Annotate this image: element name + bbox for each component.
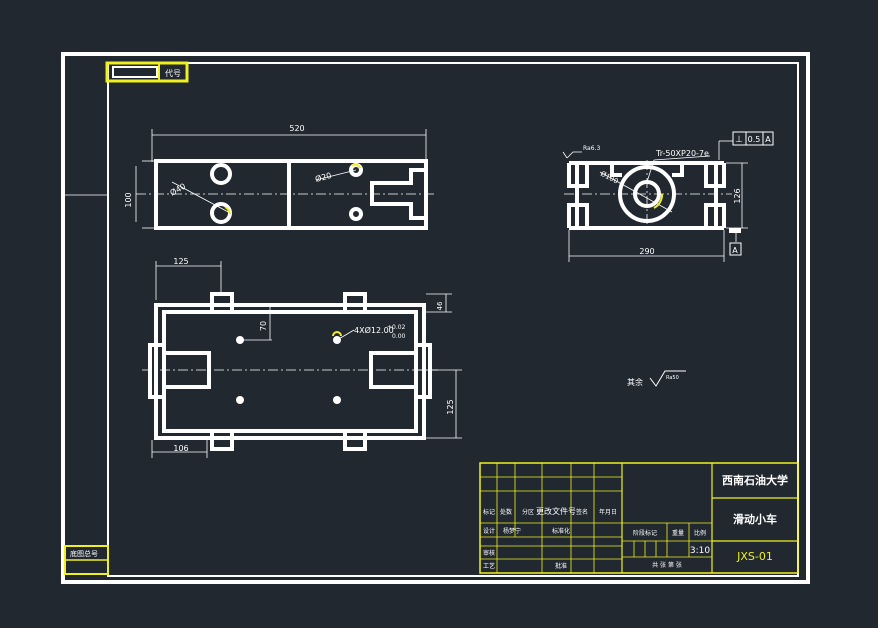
sheets-label: 共 张 第 张 — [652, 561, 682, 569]
standard-label: 标准化 — [552, 527, 570, 535]
dim-plan-depth: 70 — [259, 321, 268, 331]
code-label: 代号 — [165, 68, 181, 78]
dim-hole-d20: Ø20 — [314, 170, 333, 184]
title-university: 西南石油大学 — [722, 473, 788, 487]
code-box: 代号 — [105, 61, 189, 83]
dim-plan-right: 125 — [446, 399, 455, 414]
other-roughness-note: 其余 Ra50 — [627, 370, 686, 387]
review-label: 审核 — [483, 549, 495, 557]
dim-plan-offset: 125 — [173, 257, 188, 266]
row-mark-4: 签名 — [576, 508, 588, 516]
dim-front-height: 126 — [733, 188, 742, 203]
roughness-label: Ra6.3 — [583, 145, 600, 152]
hole-callout: 4XØ12.00 — [354, 325, 394, 335]
datum-label: A — [732, 246, 738, 255]
row-mark-3: 更改文件号 — [536, 506, 576, 516]
dim-top-length: 520 — [289, 124, 304, 133]
stage-label: 阶段标记 — [633, 529, 657, 537]
tol-datum: A — [765, 135, 771, 144]
archive-label: 底图总号 — [70, 549, 98, 558]
perpendicularity-frame: ⊥ 0.5 A — [732, 131, 774, 146]
row-mark-2: 分区 — [522, 508, 534, 516]
designer-label: 设计 — [483, 527, 495, 535]
drawing-frame — [61, 52, 810, 584]
other-label: 其余 — [627, 377, 643, 387]
title-drawing-no: JXS-01 — [736, 550, 773, 563]
dim-front-width: 290 — [639, 247, 654, 256]
weight-label: 重量 — [672, 529, 684, 537]
approve-label: 批准 — [555, 562, 567, 570]
scale-label: 比例 — [694, 529, 706, 537]
designer-name: 杨梦宁 — [503, 527, 521, 535]
outer-border — [61, 52, 810, 584]
scale-value: 3:10 — [690, 546, 710, 556]
tol-upper: +0.02 — [387, 324, 406, 331]
archive-box: 底图总号 — [64, 545, 109, 575]
other-roughness: Ra50 — [666, 375, 679, 381]
dim-plan-left: 106 — [173, 444, 188, 453]
row-mark-0: 标记 — [483, 508, 495, 516]
row-mark-5: 年月日 — [599, 508, 617, 516]
tol-lower: 0.00 — [392, 333, 406, 340]
title-block: 西南石油大学 滑动小车 JXS-01 标记 处数 分区 更改文件号 签名 年月日… — [479, 462, 799, 574]
inner-border — [107, 62, 799, 577]
title-part-name: 滑动小车 — [733, 512, 777, 526]
thread-callout: Tr-50XP20-7e — [655, 149, 709, 158]
tol-value: 0.5 — [748, 135, 761, 144]
dim-top-height: 100 — [124, 192, 133, 207]
datum-box — [729, 242, 742, 256]
front-view: 290 126 Ø100 Tr-50XP20-7e Ra6.3 ⊥ 0.5 A … — [562, 131, 774, 262]
tol-symbol: ⊥ — [735, 135, 743, 145]
row-mark-1: 处数 — [500, 508, 512, 516]
plan-view: 125 106 70 46 125 4XØ12.00 +0.02 0.00 — [142, 257, 462, 458]
process-label: 工艺 — [483, 562, 495, 570]
dim-plan-right-top: 46 — [436, 301, 444, 310]
